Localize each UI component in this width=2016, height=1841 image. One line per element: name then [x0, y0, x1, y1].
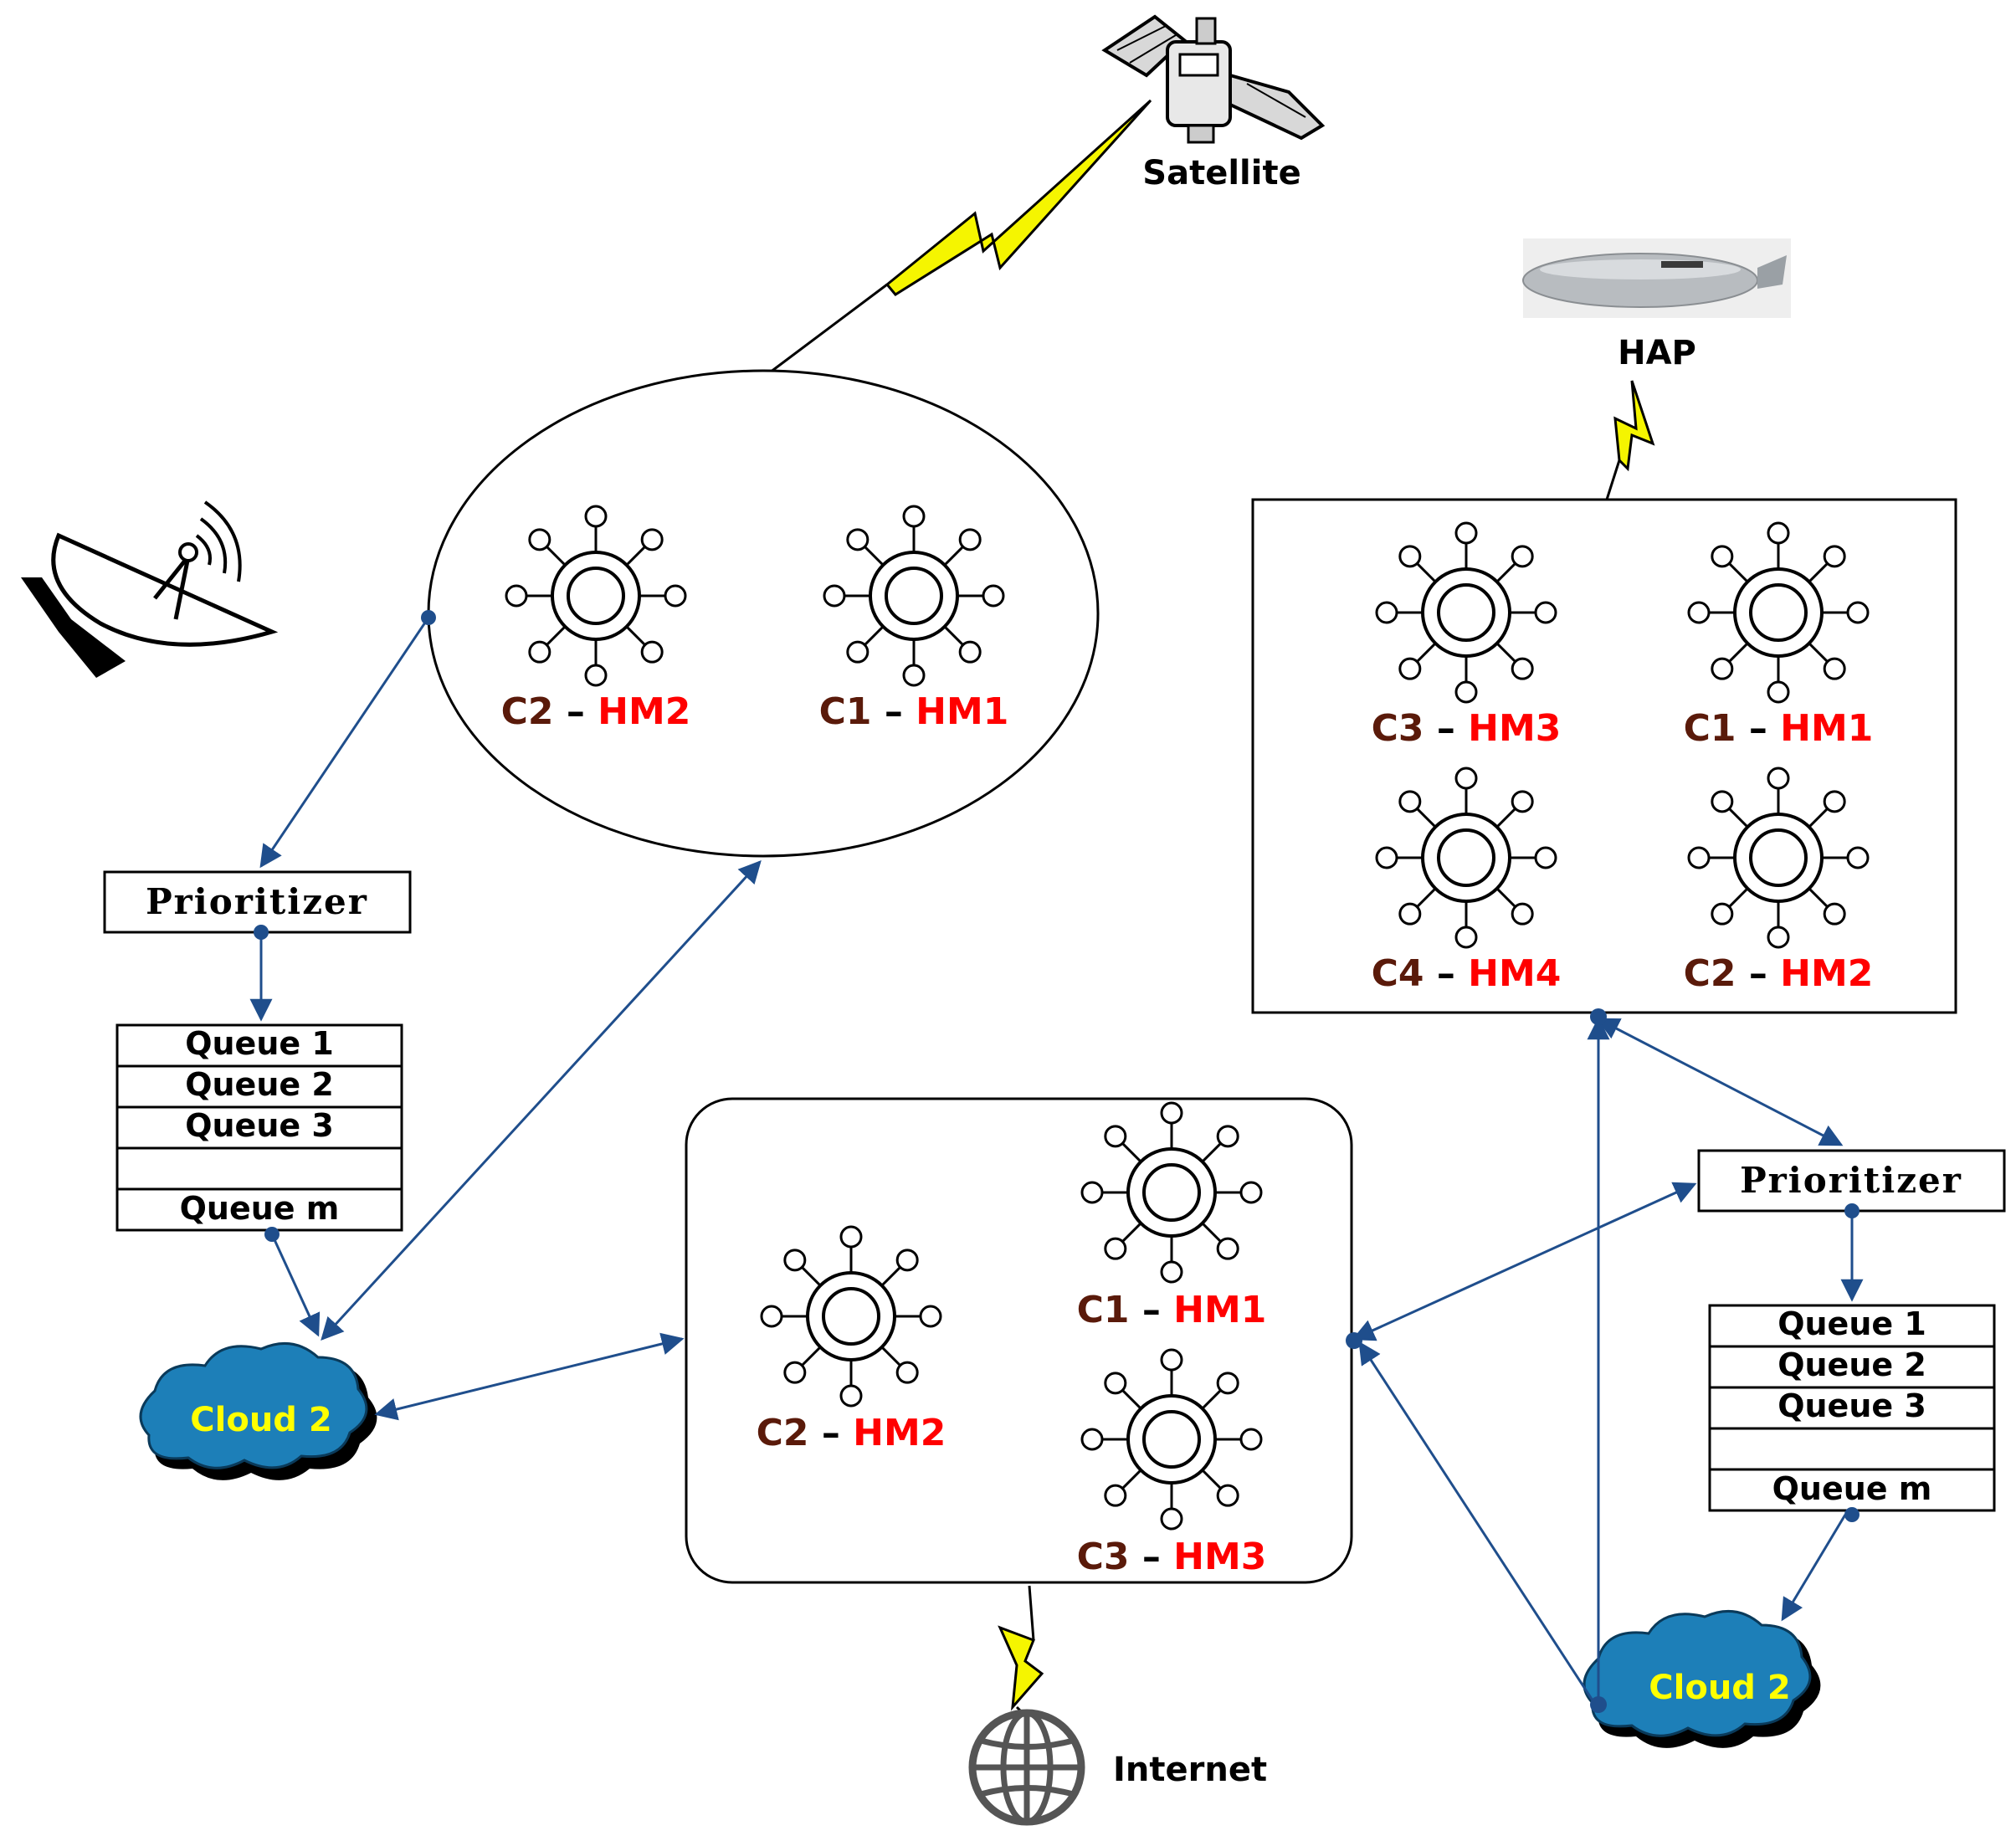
internet-to-right-prioritizer: [1352, 1182, 1697, 1341]
right-queue-1: Queue 1: [1777, 1305, 1926, 1342]
left-queue-2: Queue 2: [185, 1066, 334, 1103]
cluster-dash: –: [809, 1412, 854, 1454]
cluster-hub-icon: [1080, 1101, 1263, 1284]
left-queue-to-cloud: [270, 1233, 321, 1337]
cluster-dash: –: [1424, 952, 1469, 995]
sat-to-left-prioritizer: [259, 617, 430, 869]
head-module-id: HM3: [1173, 1536, 1266, 1578]
connector-dots: [254, 610, 1860, 1713]
left-prioritizer-label: Prioritizer: [146, 881, 368, 922]
right-queue-m: Queue m: [1772, 1470, 1932, 1507]
right-queue-3: Queue 3: [1777, 1387, 1926, 1424]
head-module-id: HM1: [916, 690, 1008, 733]
head-module-id: HM3: [1468, 707, 1561, 750]
hap-coverage-box: [1251, 498, 1957, 1014]
left-cloud-internet-link: [374, 1332, 685, 1421]
right-cloud-label: Cloud 2: [1649, 1669, 1790, 1707]
cluster-label: C3 – HM3: [1372, 707, 1562, 750]
right-cloud-icon: [1583, 1610, 1821, 1748]
cluster-label: C2 – HM2: [501, 690, 691, 733]
right-cloud-to-internet: [1358, 1341, 1596, 1704]
hap-airship-icon: [1522, 238, 1791, 318]
cluster-id: C3: [1372, 707, 1424, 750]
hap-label: HAP: [1618, 334, 1696, 372]
hap-to-right-prioritizer: [1596, 1018, 1844, 1146]
cluster-id: C1: [819, 690, 872, 733]
cluster-dash: –: [1736, 952, 1781, 995]
cluster-id: C3: [1077, 1536, 1130, 1578]
hap-wireless-link: [1605, 380, 1655, 500]
cluster-id: C1: [1077, 1289, 1130, 1331]
right-prioritizer-label: Prioritizer: [1740, 1160, 1962, 1201]
cluster-hub-icon: [1080, 1348, 1263, 1531]
left-queue-1: Queue 1: [185, 1025, 334, 1062]
cluster-hub-icon: [1375, 521, 1557, 704]
cluster-id: C2: [757, 1412, 809, 1454]
cluster-id: C4: [1372, 952, 1424, 995]
cluster-dash: –: [1424, 707, 1469, 750]
cluster-label: C1 – HM1: [1077, 1289, 1267, 1331]
cluster-dash: –: [872, 690, 916, 733]
left-cloud-sat-link: [321, 860, 762, 1341]
cluster-dash: –: [1130, 1536, 1174, 1578]
head-module-id: HM2: [1780, 952, 1873, 995]
cluster-dash: –: [1736, 707, 1781, 750]
cluster-id: C2: [1684, 952, 1736, 995]
connectors: [249, 617, 1864, 1704]
head-module-id: HM1: [1780, 707, 1873, 750]
right-queue-stack: [1708, 1304, 1996, 1512]
head-module-id: HM1: [1173, 1289, 1266, 1331]
left-queue-m: Queue m: [180, 1190, 340, 1227]
internet-wireless-link: [998, 1585, 1044, 1713]
cluster-hub-icon: [1375, 767, 1557, 949]
internet-globe-icon: [968, 1709, 1085, 1826]
head-module-id: HM2: [853, 1412, 946, 1454]
cluster-label: C2 – HM2: [757, 1412, 946, 1454]
cluster-label: C4 – HM4: [1372, 952, 1562, 995]
cluster-hub-icon: [823, 505, 1005, 687]
satellite-coverage-circle: [427, 369, 1100, 858]
internet-coverage-box: [685, 1097, 1353, 1584]
cluster-id: C2: [501, 690, 554, 733]
cluster-dash: –: [554, 690, 598, 733]
satellite-dish-icon: [21, 500, 279, 678]
cluster-label: C1 – HM1: [1684, 707, 1874, 750]
left-cloud-icon: [139, 1342, 377, 1480]
cluster-dash: –: [1130, 1289, 1174, 1331]
head-module-id: HM2: [598, 690, 690, 733]
cluster-label: C1 – HM1: [819, 690, 1009, 733]
cluster-label: C2 – HM2: [1684, 952, 1874, 995]
cluster-hub-icon: [760, 1225, 942, 1408]
cluster-id: C1: [1684, 707, 1736, 750]
cluster-hub-icon: [505, 505, 687, 687]
left-cloud-label: Cloud 2: [190, 1401, 331, 1439]
satellite-label: Satellite: [1142, 154, 1300, 192]
right-queue-2: Queue 2: [1777, 1346, 1926, 1383]
cluster-hub-icon: [1687, 767, 1870, 949]
satellite-wireless-link: [769, 99, 1152, 374]
internet-label: Internet: [1113, 1751, 1267, 1789]
satellite-icon: [1101, 14, 1326, 144]
right-queue-to-cloud: [1781, 1514, 1847, 1622]
left-queue-3: Queue 3: [185, 1107, 334, 1144]
cluster-label: C3 – HM3: [1077, 1536, 1267, 1578]
head-module-id: HM4: [1468, 952, 1561, 995]
cluster-hub-icon: [1687, 521, 1870, 704]
